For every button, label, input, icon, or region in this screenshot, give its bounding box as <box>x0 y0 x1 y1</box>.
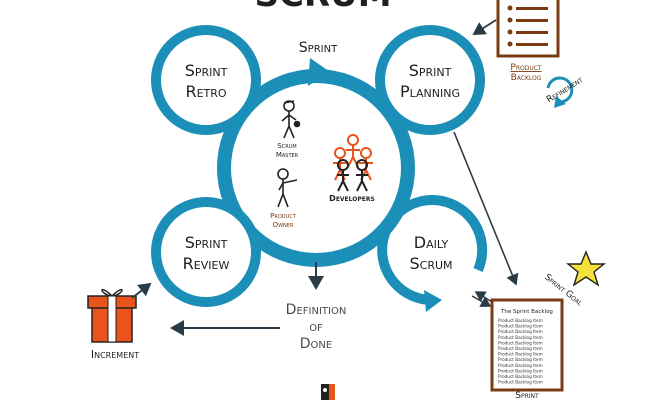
sprint-backlog-item: Product Backlog Item <box>498 324 543 329</box>
scrum-logo-icon <box>321 384 335 400</box>
sprint-planning-line1: Sprint <box>409 61 452 80</box>
review-to-increment-arrow <box>131 282 152 299</box>
daily-scrum-line1: Daily <box>414 233 449 252</box>
sprint-backlog-item: Product Backlog Item <box>498 318 543 323</box>
daily-scrum-arrowhead-icon <box>424 290 442 312</box>
sprint-retro-line1: Sprint <box>185 61 228 80</box>
sprint-backlog-item: Product Backlog Item <box>498 374 543 379</box>
backlog-daily-scrum-arrow <box>474 291 493 303</box>
sprint-backlog-item: Product Backlog Item <box>498 363 543 368</box>
sprint-planning-node: Sprint Planning <box>375 25 485 135</box>
backlog-to-planning-arrow <box>472 19 497 35</box>
sprint-retro-node: Sprint Retro <box>151 25 261 135</box>
planning-to-sprint-backlog-arrow <box>453 131 519 286</box>
daily-scrum-node: Daily Scrum <box>377 195 488 312</box>
product-backlog-line2: Backlog <box>511 73 542 83</box>
daily-scrum-line2: Scrum <box>409 254 452 273</box>
sprint-backlog-item: Product Backlog Item <box>498 380 543 385</box>
daily-scrum-backlog-arrow <box>471 295 492 307</box>
sprint-backlog-sheet: The Sprint Backlog Product Backlog ItemP… <box>490 298 564 392</box>
diagram-title: SCRUM <box>254 0 391 15</box>
definition-of-done-line1: Definition <box>286 302 347 318</box>
sprint-backlog-footer: Sprint <box>515 391 539 400</box>
sprint-planning-line2: Planning <box>400 82 460 101</box>
developers-label: Developers <box>329 194 375 203</box>
sprint-backlog-item: Product Backlog Item <box>498 352 543 357</box>
refinement-cycle-icon <box>546 76 574 108</box>
increment-label: Increment <box>91 348 139 361</box>
sprint-review-line1: Sprint <box>185 233 228 252</box>
sprint-backlog-item: Product Backlog Item <box>498 329 543 334</box>
scrum-master-figure-icon <box>281 100 301 139</box>
scrum-master-line1: Scrum <box>277 142 296 150</box>
scrum-master-line2: Master <box>276 151 299 159</box>
sprint-backlog-item: Product Backlog Item <box>498 346 543 351</box>
product-owner-figure-icon <box>277 168 298 208</box>
sprint-backlog-item: Product Backlog Item <box>498 357 543 362</box>
product-owner-line1: Product <box>270 212 297 220</box>
sprint-arrowhead-icon <box>308 58 330 86</box>
definition-of-done-line3: Done <box>300 336 332 352</box>
sprint-review-line2: Review <box>183 254 230 273</box>
increment-gift-icon <box>87 288 137 343</box>
sprint-retro-line2: Retro <box>185 82 226 101</box>
product-owner-line2: Owner <box>273 221 294 229</box>
sprint-backlog-item: Product Backlog Item <box>498 340 543 345</box>
definition-of-done-line2: of <box>309 319 323 335</box>
developers-group-icon <box>333 134 373 192</box>
product-backlog-line1: Product <box>510 63 542 73</box>
sprint-label: Sprint <box>299 40 338 56</box>
sprint-review-node: Sprint Review <box>151 197 261 307</box>
sprint-backlog-item: Product Backlog Item <box>498 368 543 373</box>
sprint-goal-star-icon <box>566 250 606 287</box>
product-backlog-clipboard-icon <box>496 0 560 58</box>
sprint-backlog-item: Product Backlog Item <box>498 335 543 340</box>
sprint-backlog-header: The Sprint Backlog <box>500 309 553 315</box>
central-sprint-cycle <box>217 58 415 267</box>
